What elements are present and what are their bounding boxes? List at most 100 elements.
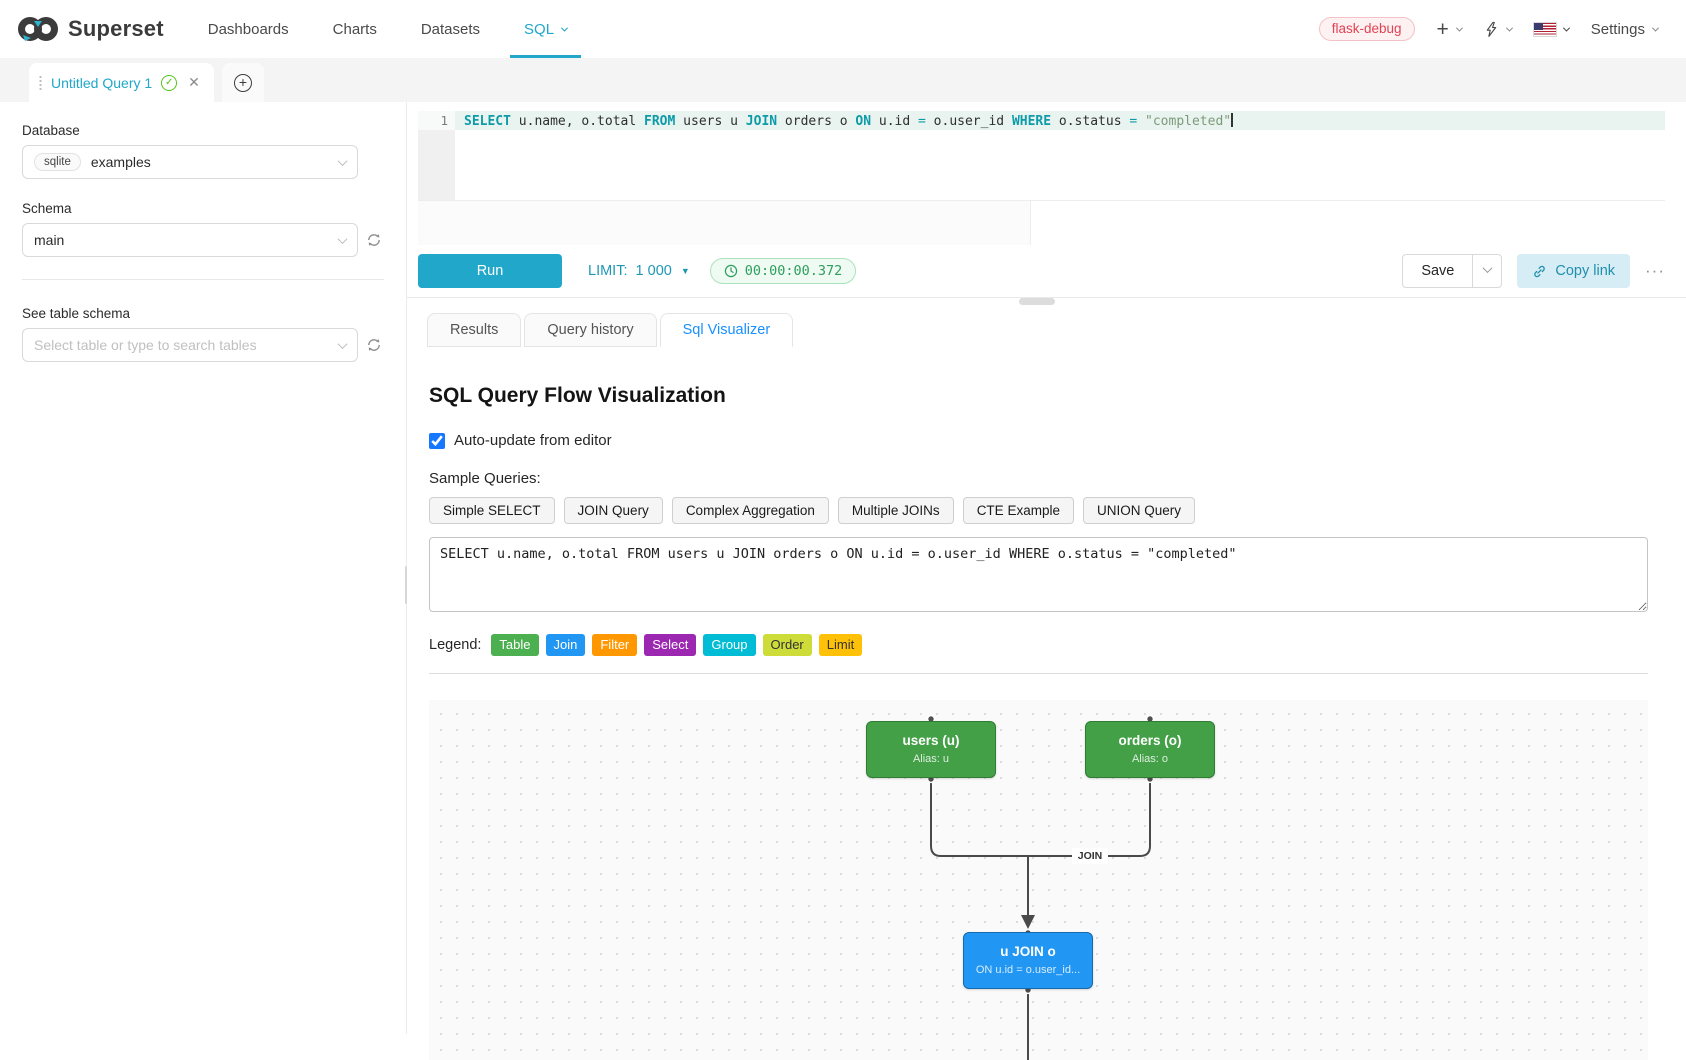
save-dropdown-button[interactable]	[1472, 254, 1502, 288]
copy-link-button[interactable]: Copy link	[1517, 254, 1630, 288]
refresh-icon	[366, 337, 382, 353]
sql-input-textarea[interactable]: SELECT u.name, o.total FROM users u JOIN…	[429, 537, 1648, 612]
sample-query-button-multiple-joins[interactable]: Multiple JOINs	[838, 497, 954, 524]
node-title: orders (o)	[1086, 733, 1214, 748]
save-button[interactable]: Save	[1402, 254, 1472, 288]
brand-name: Superset	[68, 16, 164, 42]
tab-results[interactable]: Results	[427, 313, 521, 347]
editor-toolbar: Run LIMIT: 1 000 ▼ 00:00:00.372 Save	[407, 245, 1686, 297]
node-subtitle: Alias: o	[1086, 753, 1214, 765]
chevron-down-icon	[1482, 263, 1492, 273]
chevron-down-icon	[338, 156, 348, 166]
legend-badge-order: Order	[763, 634, 812, 656]
flow-canvas[interactable]: users (u) Alias: u orders (o) Alias: o u…	[429, 700, 1648, 1060]
close-tab-icon[interactable]: ✕	[186, 74, 200, 91]
node-subtitle: Alias: u	[867, 753, 995, 765]
plus-icon: +	[1437, 19, 1449, 40]
auto-update-label: Auto-update from editor	[454, 432, 612, 449]
sqllab-main-panel: 1 SELECT u.name, o.total FROM users u JO…	[407, 102, 1686, 1034]
lightning-icon	[1484, 21, 1499, 38]
drag-handle-icon[interactable]	[39, 75, 42, 90]
legend-badge-limit: Limit	[819, 634, 862, 656]
refresh-schemas-button[interactable]	[366, 232, 384, 248]
timer-value: 00:00:00.372	[745, 263, 843, 279]
database-select[interactable]: sqlite examples	[22, 145, 358, 179]
chevron-down-icon	[338, 234, 348, 244]
table-schema-label: See table schema	[22, 306, 384, 321]
chevron-down-icon	[338, 339, 348, 349]
panel-drag-handle[interactable]	[1019, 298, 1055, 305]
sample-query-button-join-query[interactable]: JOIN Query	[564, 497, 663, 524]
copy-link-label: Copy link	[1555, 263, 1615, 279]
auto-update-checkbox[interactable]	[429, 433, 445, 449]
table-search-select[interactable]: Select table or type to search tables	[22, 328, 358, 362]
more-menu-button[interactable]: ···	[1645, 261, 1665, 281]
limit-value: 1 000	[636, 263, 672, 279]
legend-label: Legend:	[429, 637, 481, 653]
flow-edges	[429, 700, 1648, 1060]
environment-badge: flask-debug	[1319, 17, 1415, 41]
sqllab-sidebar: Database sqlite examples Schema main See…	[0, 102, 407, 1034]
limit-dropdown[interactable]: LIMIT: 1 000 ▼	[588, 263, 690, 279]
node-subtitle: ON u.id = o.user_id...	[964, 964, 1092, 976]
language-picker[interactable]	[1534, 23, 1569, 36]
schema-label: Schema	[22, 201, 384, 216]
infinity-logo-icon	[16, 14, 60, 44]
settings-label: Settings	[1591, 21, 1645, 38]
sql-editor[interactable]: 1 SELECT u.name, o.total FROM users u JO…	[418, 111, 1665, 245]
superset-logo[interactable]: Superset	[16, 14, 164, 44]
run-button[interactable]: Run	[418, 254, 562, 288]
nav-item-dashboards[interactable]: Dashboards	[208, 0, 289, 58]
auto-update-row: Auto-update from editor	[429, 432, 1648, 449]
database-engine-badge: sqlite	[34, 153, 81, 171]
query-tab-title: Untitled Query 1	[51, 75, 152, 91]
node-title: u JOIN o	[964, 944, 1092, 959]
us-flag-icon	[1534, 23, 1556, 36]
legend-badge-filter: Filter	[592, 634, 637, 656]
tab-query-history[interactable]: Query history	[524, 313, 656, 347]
chevron-down-icon	[1652, 24, 1659, 31]
flow-node-join[interactable]: u JOIN o ON u.id = o.user_id...	[963, 932, 1093, 989]
top-nav: Superset Dashboards Charts Datasets SQL fla…	[0, 0, 1686, 58]
flow-node-users[interactable]: users (u) Alias: u	[866, 721, 996, 778]
page-title: SQL Query Flow Visualization	[429, 384, 1648, 408]
legend-badge-table: Table	[491, 634, 538, 656]
add-menu-button[interactable]: +	[1437, 19, 1462, 40]
legend-badge-group: Group	[703, 634, 755, 656]
sample-query-button-complex-aggregation[interactable]: Complex Aggregation	[672, 497, 829, 524]
flow-node-orders[interactable]: orders (o) Alias: o	[1085, 721, 1215, 778]
query-tab[interactable]: Untitled Query 1 ✓ ✕	[29, 63, 214, 102]
clock-icon	[724, 264, 738, 278]
query-search-button[interactable]	[1484, 21, 1512, 38]
sample-query-button-cte-example[interactable]: CTE Example	[963, 497, 1074, 524]
legend-badge-select: Select	[644, 634, 696, 656]
database-label: Database	[22, 123, 384, 138]
refresh-tables-button[interactable]	[366, 337, 384, 353]
new-query-tab-button[interactable]: +	[222, 63, 264, 102]
query-tab-strip: Untitled Query 1 ✓ ✕ +	[0, 58, 1686, 102]
nav-item-charts[interactable]: Charts	[333, 0, 377, 58]
line-number: 1	[440, 113, 448, 128]
schema-value: main	[34, 232, 64, 248]
chevron-down-icon	[1563, 24, 1570, 31]
nav-right: flask-debug + Settings	[1319, 17, 1658, 41]
nav-menu: Dashboards Charts Datasets SQL	[208, 0, 567, 58]
sample-query-button-union-query[interactable]: UNION Query	[1083, 497, 1195, 524]
tab-sql-visualizer[interactable]: Sql Visualizer	[660, 313, 794, 347]
link-icon	[1532, 264, 1547, 279]
schema-select[interactable]: main	[22, 223, 358, 257]
refresh-icon	[366, 232, 382, 248]
active-nav-underline	[510, 55, 581, 58]
caret-down-icon: ▼	[681, 266, 690, 276]
text-cursor	[1231, 113, 1233, 127]
database-name: examples	[91, 154, 151, 170]
nav-item-sql[interactable]: SQL	[524, 0, 567, 58]
sidebar-divider	[22, 279, 384, 280]
settings-menu[interactable]: Settings	[1591, 21, 1658, 38]
sample-query-button-simple-select[interactable]: Simple SELECT	[429, 497, 555, 524]
sql-code-line[interactable]: SELECT u.name, o.total FROM users u JOIN…	[464, 113, 1233, 129]
join-edge-label: JOIN	[1072, 848, 1108, 864]
nav-item-datasets[interactable]: Datasets	[421, 0, 480, 58]
sample-query-buttons: Simple SELECT JOIN Query Complex Aggregati…	[429, 497, 1648, 524]
